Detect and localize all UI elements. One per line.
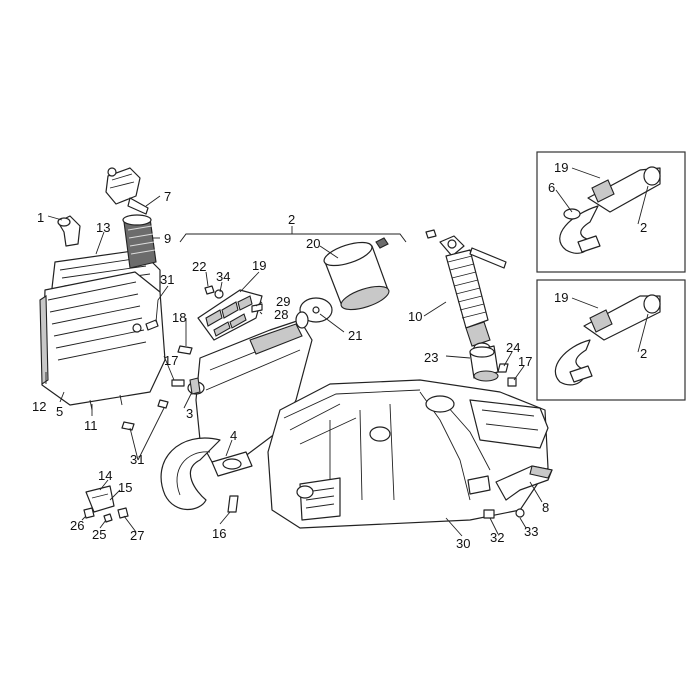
inset-top-callout-6: 6	[548, 180, 555, 195]
callout-10: 10	[408, 309, 422, 324]
bolt-17	[171, 379, 185, 387]
catalyst-cylinder	[323, 237, 390, 311]
callout-30: 30	[456, 536, 470, 551]
bolt-31-lower-b	[121, 421, 135, 431]
callout-20: 20	[306, 236, 320, 251]
inset-top	[536, 151, 686, 273]
callout-17: 17	[164, 353, 178, 368]
bolt-32	[483, 509, 495, 519]
callout-13: 13	[96, 220, 110, 235]
callout-18: 18	[172, 310, 186, 325]
callout-33: 33	[524, 524, 538, 539]
bolt-16	[227, 495, 239, 513]
callout-17-right: 17	[518, 354, 532, 369]
screw-27	[117, 507, 129, 519]
callout-29: 29	[276, 294, 290, 309]
exhaust-flange	[299, 297, 333, 323]
shock-absorber	[425, 229, 507, 354]
callout-14: 14	[98, 468, 112, 483]
inset-top-callout-19: 19	[554, 160, 568, 175]
leader-lines	[45, 167, 649, 537]
callout-9: 9	[164, 231, 171, 246]
sensor-bracket	[85, 485, 115, 513]
group-2-bracket	[179, 233, 407, 243]
callout-labels: 1 2 13 7 9 22 34 19 20 29 28 21 31 18 17…	[32, 160, 647, 551]
air-intake-tube	[57, 215, 81, 247]
bolt-24	[497, 363, 509, 373]
callout-12: 12	[32, 399, 46, 414]
callout-16: 16	[212, 526, 226, 541]
callout-23: 23	[424, 350, 438, 365]
callout-7: 7	[164, 189, 171, 204]
callout-8: 8	[542, 500, 549, 515]
callout-11: 11	[84, 418, 98, 433]
callout-31-top: 31	[160, 272, 174, 287]
inset-bottom	[536, 279, 686, 401]
callout-1: 1	[37, 210, 44, 225]
callout-19: 19	[252, 258, 266, 273]
callout-2: 2	[288, 212, 295, 227]
washer-33	[515, 508, 525, 518]
callout-3: 3	[186, 406, 193, 421]
inset-bottom-callout-2: 2	[640, 346, 647, 361]
intake-manifold	[469, 345, 499, 382]
callout-27: 27	[130, 528, 144, 543]
air-filter-box	[39, 249, 166, 411]
bolt-31-upper	[145, 319, 159, 331]
callout-5: 5	[56, 404, 63, 419]
spacer-3	[189, 377, 201, 395]
callout-25: 25	[92, 527, 106, 542]
callout-21: 21	[348, 328, 362, 343]
bolt-31-lower-a	[157, 399, 169, 409]
callout-22: 22	[192, 259, 206, 274]
callout-15: 15	[118, 480, 132, 495]
nut-22	[204, 285, 215, 295]
engine-block	[267, 379, 549, 529]
engine-cover-right	[469, 399, 549, 449]
callout-34: 34	[216, 269, 230, 284]
bolt-18	[177, 345, 193, 355]
inset-bottom-callout-19: 19	[554, 290, 568, 305]
callout-26: 26	[70, 518, 84, 533]
exhaust-pipe	[160, 437, 221, 511]
exhaust-gasket	[211, 451, 253, 477]
flange-ring	[295, 311, 309, 329]
callout-31-bottom: 31	[130, 452, 144, 467]
callout-24: 24	[506, 340, 520, 355]
callout-28: 28	[274, 307, 288, 322]
callout-32: 32	[490, 530, 504, 545]
heat-shield	[197, 289, 263, 341]
screw-26	[83, 507, 95, 519]
kickstart-lever	[495, 465, 553, 501]
inset-top-callout-2: 2	[640, 220, 647, 235]
intake-hose	[122, 214, 157, 269]
washer-34	[214, 289, 224, 299]
carburetor	[105, 167, 149, 215]
callout-4: 4	[230, 428, 237, 443]
